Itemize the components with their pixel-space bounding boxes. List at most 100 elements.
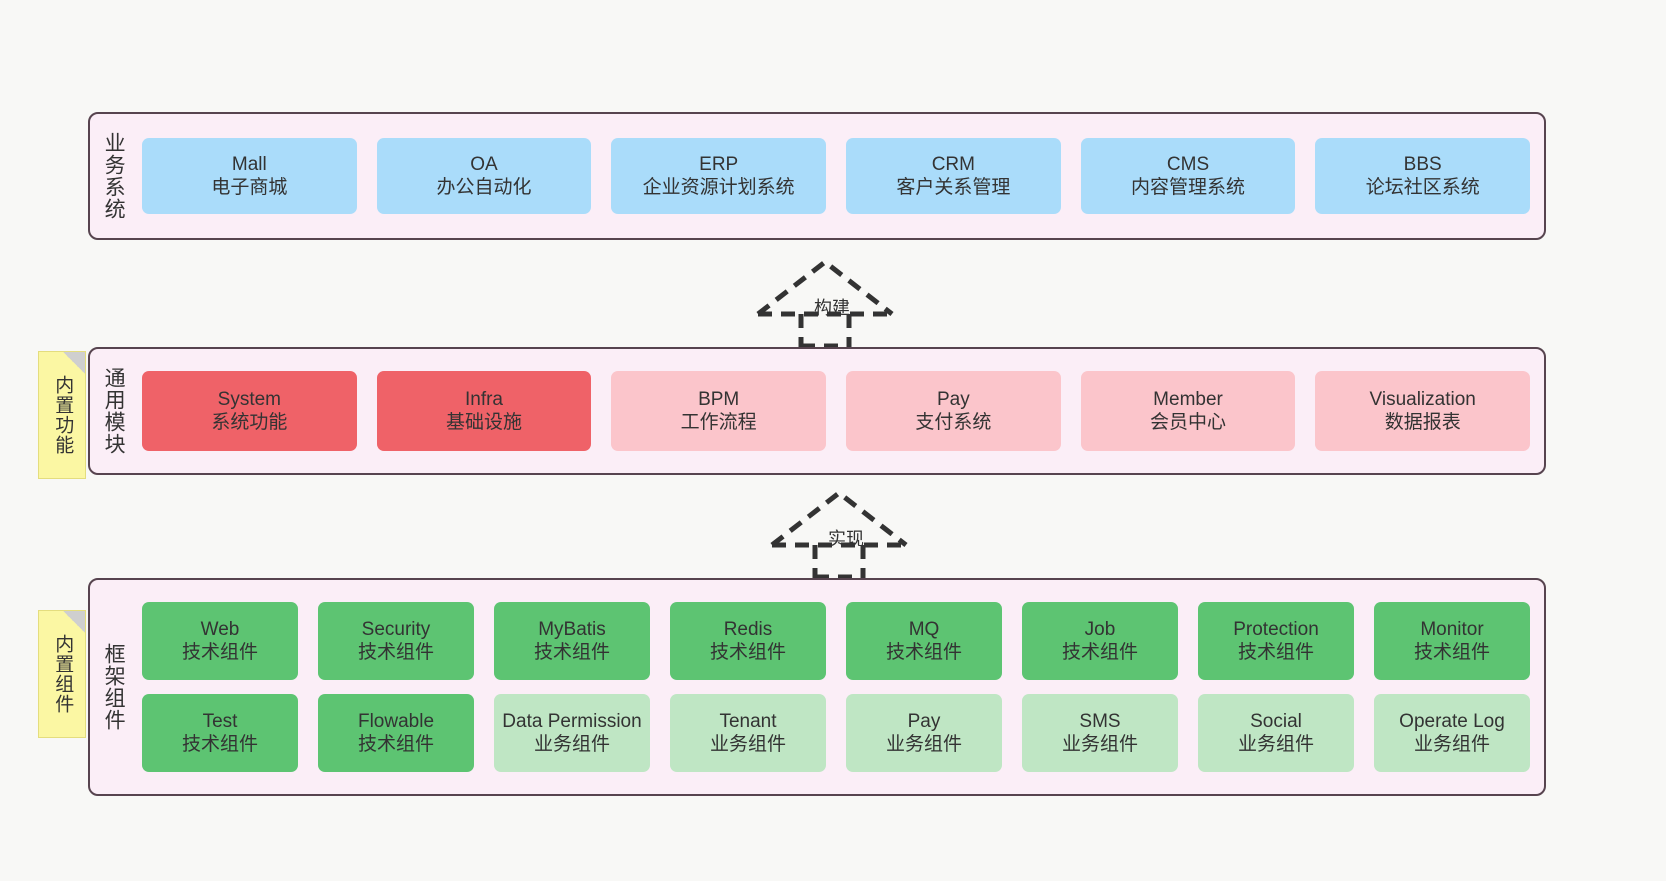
node-test[interactable]: Test 技术组件 xyxy=(142,694,298,772)
node-title: Test xyxy=(202,710,238,732)
node-subtitle: 技术组件 xyxy=(1237,642,1314,663)
node-bpm[interactable]: BPM 工作流程 xyxy=(611,371,827,451)
node-mq[interactable]: MQ 技术组件 xyxy=(846,602,1002,680)
node-subtitle: 技术组件 xyxy=(181,642,258,663)
layer-row: Web 技术组件 Security 技术组件 MyBatis 技术组件 Redi… xyxy=(142,602,1530,680)
node-title: Social xyxy=(1250,710,1302,732)
node-title: Protection xyxy=(1233,618,1319,640)
node-title: BPM xyxy=(698,388,740,410)
layer-title-framework: 框架组件 xyxy=(102,643,126,731)
node-title: Mall xyxy=(231,153,267,175)
node-title: Visualization xyxy=(1369,388,1476,410)
node-subtitle: 基础设施 xyxy=(446,412,523,433)
node-subtitle: 业务组件 xyxy=(1413,734,1490,755)
note-label: 内置功能 xyxy=(52,375,74,455)
node-mybatis[interactable]: MyBatis 技术组件 xyxy=(494,602,650,680)
node-infra[interactable]: Infra 基础设施 xyxy=(376,371,592,451)
node-subtitle: 企业资源计划系统 xyxy=(642,177,795,198)
layer-body-business: Mall 电子商城 OA 办公自动化 ERP 企业资源计划系统 CRM 客户关系… xyxy=(136,114,1544,238)
layer-body-common: System 系统功能 Infra 基础设施 BPM 工作流程 Pay 支付系统… xyxy=(136,349,1544,473)
node-title: Flowable xyxy=(357,710,435,732)
node-title: BBS xyxy=(1403,153,1442,175)
node-tenant[interactable]: Tenant 业务组件 xyxy=(670,694,826,772)
arrowhead-triangle-sides xyxy=(770,489,908,547)
node-erp[interactable]: ERP 企业资源计划系统 xyxy=(611,138,827,214)
node-title: ERP xyxy=(699,153,739,175)
node-subtitle: 电子商城 xyxy=(211,177,288,198)
node-monitor[interactable]: Monitor 技术组件 xyxy=(1374,602,1530,680)
node-subtitle: 业务组件 xyxy=(1237,734,1314,755)
node-bbs[interactable]: BBS 论坛社区系统 xyxy=(1315,138,1531,214)
node-protection[interactable]: Protection 技术组件 xyxy=(1198,602,1354,680)
node-flowable[interactable]: Flowable 技术组件 xyxy=(318,694,474,772)
arrowhead-triangle-sides xyxy=(756,258,894,316)
node-visualization[interactable]: Visualization 数据报表 xyxy=(1315,371,1531,451)
connector-stem xyxy=(798,314,852,349)
connector-implement: 实现 xyxy=(766,489,926,580)
node-subtitle: 技术组件 xyxy=(885,642,962,663)
node-security[interactable]: Security 技术组件 xyxy=(318,602,474,680)
node-subtitle: 内容管理系统 xyxy=(1131,177,1246,198)
node-subtitle: 系统功能 xyxy=(211,412,288,433)
node-social[interactable]: Social 业务组件 xyxy=(1198,694,1354,772)
node-subtitle: 业务组件 xyxy=(885,734,962,755)
layer-body-framework: Web 技术组件 Security 技术组件 MyBatis 技术组件 Redi… xyxy=(136,580,1544,794)
node-cms[interactable]: CMS 内容管理系统 xyxy=(1080,138,1296,214)
node-system[interactable]: System 系统功能 xyxy=(142,371,357,451)
node-subtitle: 技术组件 xyxy=(181,734,258,755)
node-subtitle: 技术组件 xyxy=(533,642,610,663)
node-operate-log[interactable]: Operate Log 业务组件 xyxy=(1374,694,1530,772)
node-subtitle: 技术组件 xyxy=(1061,642,1138,663)
node-title: Pay xyxy=(936,388,970,410)
layer-row: Test 技术组件 Flowable 技术组件 Data Permission … xyxy=(142,694,1530,772)
note-label: 内置组件 xyxy=(52,634,74,714)
connector-label-build: 构建 xyxy=(814,298,850,318)
node-subtitle: 技术组件 xyxy=(709,642,786,663)
node-title: Web xyxy=(200,618,240,640)
node-title: MyBatis xyxy=(538,618,606,640)
node-subtitle: 支付系统 xyxy=(915,412,992,433)
node-subtitle: 技术组件 xyxy=(357,642,434,663)
node-title: Security xyxy=(361,618,431,640)
node-sms[interactable]: SMS 业务组件 xyxy=(1022,694,1178,772)
node-data-permission[interactable]: Data Permission 业务组件 xyxy=(494,694,650,772)
node-title: Infra xyxy=(464,388,504,410)
node-pay-business[interactable]: Pay 业务组件 xyxy=(846,694,1002,772)
node-crm[interactable]: CRM 客户关系管理 xyxy=(846,138,1061,214)
node-subtitle: 会员中心 xyxy=(1150,412,1227,433)
node-subtitle: 业务组件 xyxy=(1061,734,1138,755)
connector-label-implement: 实现 xyxy=(828,529,864,549)
node-mall[interactable]: Mall 电子商城 xyxy=(142,138,357,214)
node-subtitle: 办公自动化 xyxy=(436,177,532,198)
node-title: Pay xyxy=(907,710,941,732)
node-title: Data Permission xyxy=(502,710,642,732)
node-title: CMS xyxy=(1166,153,1210,175)
node-job[interactable]: Job 技术组件 xyxy=(1022,602,1178,680)
connector-build: 构建 xyxy=(752,258,912,349)
node-title: Operate Log xyxy=(1399,710,1505,732)
node-title: MQ xyxy=(908,618,940,640)
layer-row: System 系统功能 Infra 基础设施 BPM 工作流程 Pay 支付系统… xyxy=(142,371,1531,451)
node-title: Tenant xyxy=(719,710,777,732)
node-subtitle: 技术组件 xyxy=(1413,642,1490,663)
layer-business-systems: 业务系统 Mall 电子商城 OA 办公自动化 ERP 企业资源计划系统 CRM… xyxy=(88,112,1546,240)
layer-common-modules: 通用模块 System 系统功能 Infra 基础设施 BPM 工作流程 Pay… xyxy=(88,347,1546,475)
node-subtitle: 技术组件 xyxy=(357,734,434,755)
node-redis[interactable]: Redis 技术组件 xyxy=(670,602,826,680)
node-title: CRM xyxy=(931,153,975,175)
node-subtitle: 业务组件 xyxy=(709,734,786,755)
node-pay[interactable]: Pay 支付系统 xyxy=(846,371,1061,451)
node-title: Job xyxy=(1084,618,1116,640)
note-builtin-features: 内置功能 xyxy=(38,351,86,479)
node-subtitle: 业务组件 xyxy=(533,734,610,755)
node-web[interactable]: Web 技术组件 xyxy=(142,602,298,680)
node-oa[interactable]: OA 办公自动化 xyxy=(376,138,592,214)
node-subtitle: 工作流程 xyxy=(680,412,757,433)
page-fold-icon xyxy=(63,352,85,374)
node-title: Redis xyxy=(723,618,773,640)
node-title: Member xyxy=(1153,388,1223,410)
node-subtitle: 客户关系管理 xyxy=(896,177,1011,198)
node-member[interactable]: Member 会员中心 xyxy=(1080,371,1296,451)
node-subtitle: 论坛社区系统 xyxy=(1365,177,1480,198)
